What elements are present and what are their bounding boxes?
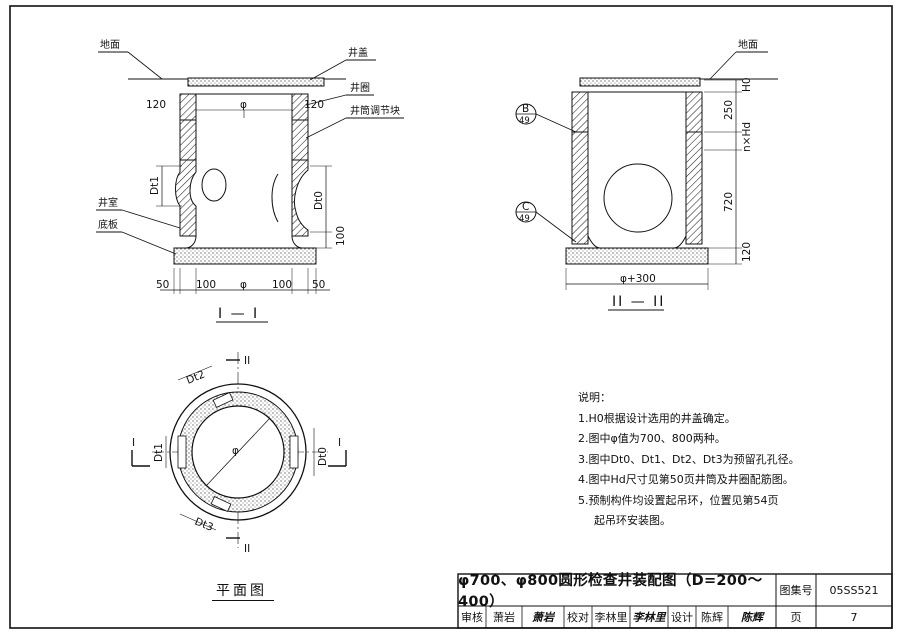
dim-50-left: 50 [156,279,169,291]
checker-signature: 李林里 [632,611,666,624]
page-number: 7 [850,610,858,624]
ring-2-right [685,91,703,133]
sheet-border [9,5,893,629]
reviewer-name: 萧岩 [493,611,515,624]
base-slab-2 [565,247,709,265]
dim-nxhd: n×Hd [741,122,753,152]
dim-100-left: 100 [196,279,216,291]
note-2: 2.图中φ值为700、800两种。 [578,432,726,445]
label-wall: 井室 [98,196,118,209]
check-label: 校对 [567,611,589,624]
plan-mark-left: I [132,437,135,449]
dim-100-right: 100 [272,279,292,291]
section-1-1: 地面 井盖 井圈 井筒调节块 φ 120 120 井室 [96,38,404,323]
pipe-opening-circle [201,168,227,202]
dim-ring-right: 120 [304,99,324,111]
drawing-title: φ700、φ800圆形检查井装配图（D=200～400） [458,573,763,610]
note-5: 5.预制构件均设置起吊环，位置见第54页 [578,493,779,507]
notes-title: 说明： [578,391,611,404]
title-block-grid [457,573,893,629]
plan-dim-phi: φ [232,445,239,457]
designer-signature: 陈辉 [741,611,763,624]
callout-c-top: C [522,201,529,213]
dim-120: 120 [741,242,753,262]
dim-50-right: 50 [312,279,325,291]
label-adjust-block: 井筒调节块 [350,104,400,117]
checker-name: 李林里 [594,611,628,624]
label-base: 底板 [98,218,118,231]
dim-dt1-side: Dt1 [149,176,161,195]
dim-dt0-side: Dt0 [313,191,325,210]
plan-mark-top: II [244,355,250,367]
label-ring: 井圈 [350,81,370,94]
label-ground-2: 地面 [738,38,758,51]
section-1-1-caption: I — I [218,306,259,322]
plan-mark-right: I [338,437,341,449]
adjust-block-right [291,119,309,161]
base-slab [173,247,317,265]
page-label: 页 [790,611,802,624]
section-2-2: 地面 B 49 C 49 H0 250 n×Hd 720 120 [515,38,778,311]
callout-b-top: B [522,103,529,115]
well-cover-2 [579,77,701,87]
chamber-wall-left [175,159,197,237]
well-cover [187,77,325,87]
dim-phi-plus-300: φ+300 [620,273,656,285]
reviewer-signature: 萧岩 [532,611,554,624]
label-ground: 地面 [100,38,120,51]
chamber-wall-right [291,159,309,237]
plan-dim-dt1: Dt1 [153,443,165,462]
notes-block: 说明： 1.H0根据设计选用的井盖确定。 2.图中φ值为700、800两种。 3… [578,388,800,532]
dim-100-side: 100 [335,226,347,246]
dim-250: 250 [723,100,735,120]
label-cover: 井盖 [348,46,368,59]
plan-dim-dt3: Dt3 [193,516,215,534]
design-label: 设计 [671,611,693,624]
note-3: 3.图中Dt0、Dt1、Dt2、Dt3为预留孔孔径。 [578,452,800,466]
plan-mark-bottom: II [244,543,250,555]
note-5-cont: 起吊环安装图。 [594,514,671,527]
dim-ring-left: 120 [146,99,166,111]
callout-b-bottom: 49 [519,116,530,126]
note-4: 4.图中Hd尺寸见第50页井筒及井圈配筋图。 [578,473,794,486]
wall-2-left [571,131,589,245]
plan-dim-dt0: Dt0 [317,447,329,466]
dim-phi-bottom: φ [240,279,247,291]
review-label: 审核 [461,611,483,624]
title-block: φ700、φ800圆形检查井装配图（D=200～400） 图集号 05SS521… [458,573,892,628]
ring-2-left [571,91,589,133]
dim-phi-top: φ [240,99,247,111]
note-1: 1.H0根据设计选用的井盖确定。 [578,411,736,425]
wall-2-right [685,131,703,245]
plan-view-caption: 平面图 [216,583,267,599]
dim-h0: H0 [741,77,753,92]
designer-name: 陈辉 [701,611,723,624]
adjust-block-left [179,119,197,161]
plan-caption-underline [212,600,274,601]
plan-view: φ II II I I Dt2 Dt1 Dt0 Dt3 [131,352,347,555]
atlas-number: 05SS521 [829,583,879,597]
atlas-label: 图集号 [779,584,813,597]
section-2-2-caption: II — II [612,294,665,310]
pipe-opening-2 [603,163,673,233]
well-ring-left [179,93,197,121]
callout-c-bottom: 49 [519,214,530,224]
plan-dim-dt2: Dt2 [185,369,207,387]
dim-720: 720 [723,192,735,212]
plan-outer-ring [169,383,307,521]
